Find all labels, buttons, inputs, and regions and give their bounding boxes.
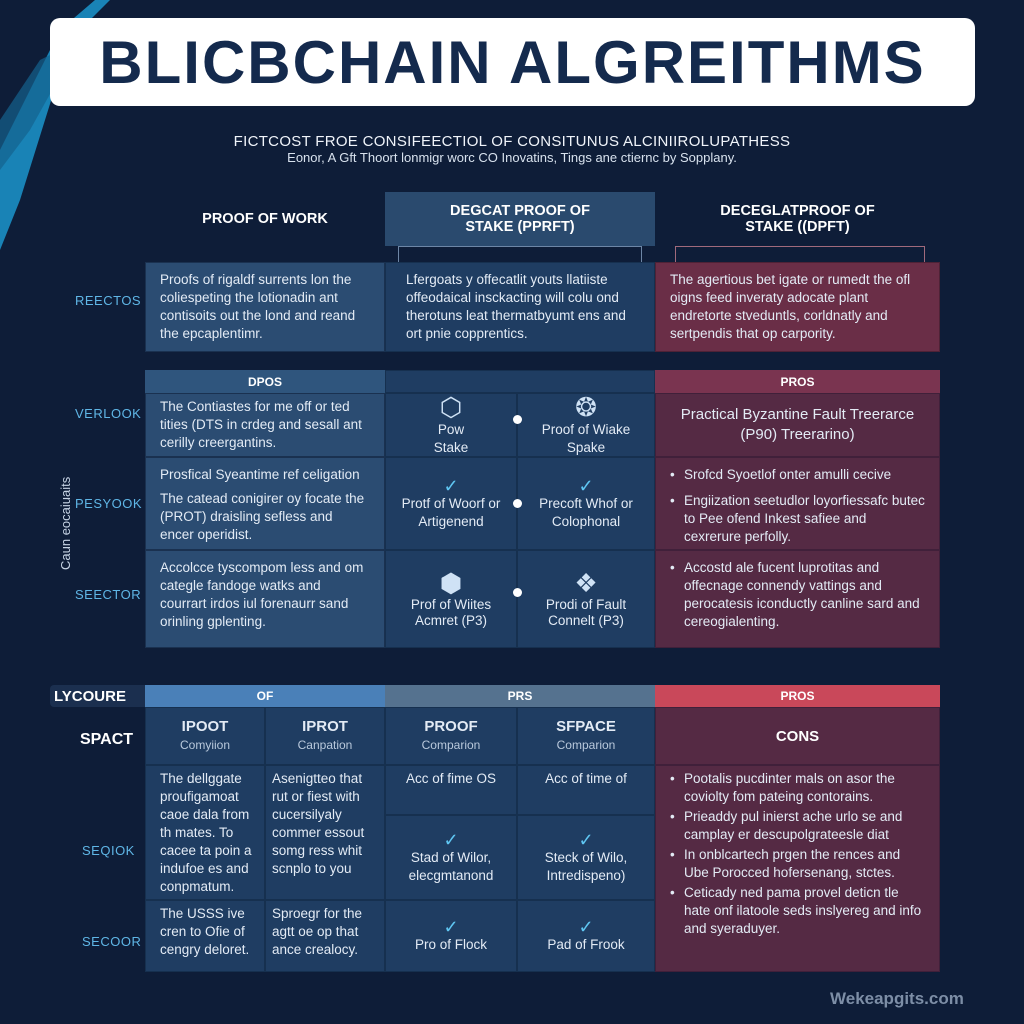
col4-cell: Acc of time of	[517, 765, 655, 815]
row-label: REECTOS	[75, 293, 142, 308]
row2-col2: ✓Precoft Whof or Colophonal	[517, 457, 655, 550]
row3-right: Accostd ale fucent luprotitas and offecn…	[655, 550, 940, 648]
layered-cube-icon: ❖	[574, 568, 598, 598]
timeline-dot	[513, 588, 522, 597]
row3-text: Accolcce tyscompom less and om categle f…	[145, 550, 385, 648]
col2-cell: Asenigtteo that rut or fiest with cucers…	[265, 765, 385, 900]
cons-header: CONS	[655, 707, 940, 765]
title-banner: BLICBCHAIN ALGREITHMS	[50, 18, 975, 106]
network-node-icon: ❂	[575, 392, 597, 422]
row1-text: The Contiastes for me off or ted tities …	[145, 393, 385, 457]
col4-cell: ✓Steck of Wilo, Intredispeno)	[517, 815, 655, 900]
col1-cell: The dellggate proufigamoat caoe dala fro…	[145, 765, 265, 900]
connector	[675, 246, 925, 262]
subheader-sub: Comyiion	[179, 738, 230, 752]
row1-right: Practical Byzantine Fault Treerarce (P90…	[655, 393, 940, 457]
vertical-side-label: Caun eocaiuaits	[58, 476, 73, 570]
cell-dpft-description: The agertious bet igate or rumedt the of…	[655, 262, 940, 352]
connector	[398, 246, 642, 262]
col4-text: Pad of Frook	[547, 937, 625, 952]
col4-cell: ✓Pad of Frook	[517, 900, 655, 972]
cons-item: Pootalis pucdinter mals on asor the covi…	[670, 770, 925, 806]
subheader-title: IPROT	[302, 718, 348, 735]
header-dpos-2: DPOS	[145, 370, 385, 393]
row3-col1-text: Prof of Wiites Acmret (P3)	[410, 597, 492, 628]
pros-item: Srofcd Syoetlof onter amulli cecive	[670, 466, 925, 484]
subheader-sub: Comparion	[421, 738, 481, 752]
row1-col2: ❂Proof of Wiake Spake	[517, 393, 655, 457]
row3-col1: ⬢Prof of Wiites Acmret (P3)	[385, 550, 517, 648]
row3-col2-text: Prodi of Fault Connelt (P3)	[545, 597, 627, 628]
row-label: SECOOR	[82, 934, 142, 949]
subheader-title: IPOOT	[181, 718, 229, 735]
row2-col1-text: Protf of Woorf or Artigenend	[401, 495, 501, 529]
subheader-title: SFPACE	[556, 718, 616, 735]
cons-item: In onblcartech prgen the rences and Ube …	[670, 846, 925, 882]
cons-item: Prieaddy pul inierst ache urlo se and ca…	[670, 808, 925, 844]
bar-prs: PRS	[385, 685, 655, 707]
header-dpos: DEGCAT PROOF OF STAKE (PPRFT)	[385, 192, 655, 246]
header-spacer	[385, 370, 655, 393]
cons-list: Pootalis pucdinter mals on asor the covi…	[655, 765, 940, 972]
subheader-sub: Canpation	[297, 738, 353, 752]
subheader: IPROT Canpation	[265, 707, 385, 765]
cell-pow-description: Proofs of rigaldf surrents lon the colie…	[145, 262, 385, 352]
row2-title: Prosfical Syeantime ref celigation	[160, 467, 360, 482]
header-pros: PROS	[655, 370, 940, 393]
col3-cell: ✓Pro of Flock	[385, 900, 517, 972]
cell-dpos-description: Lfergoats y offecatlit youts llatiiste o…	[385, 262, 655, 352]
sub-label: SPACT	[80, 731, 134, 748]
row-label: SEECTOR	[75, 587, 142, 602]
bar-of: OF	[145, 685, 385, 707]
row-label: PESYOOK	[75, 496, 143, 511]
subheader: SFPACE Comparion	[517, 707, 655, 765]
check-icon: ✓	[578, 917, 594, 937]
subheader-sub: Comparion	[556, 738, 616, 752]
corner-label: LYCOURE	[50, 685, 145, 707]
header-dpft: DECEGLATPROOF OF STAKE ((DPFT)	[720, 203, 875, 235]
row-label: VERLOOK	[75, 406, 142, 421]
check-icon: ✓	[443, 829, 459, 850]
row1-col2-text: Proof of Wiake Spake	[541, 422, 631, 455]
col2-cell: Sproegr for the agtt oe op that ance cre…	[265, 900, 385, 972]
row2-right: Srofcd Syoetlof onter amulli ceciveEngii…	[655, 457, 940, 550]
col3-text: Pro of Flock	[414, 937, 488, 952]
check-icon: ✓	[578, 475, 594, 496]
col3-text: Stad of Wilor, elecgmtanond	[408, 849, 494, 883]
pros-item: Accostd ale fucent luprotitas and offecn…	[670, 559, 925, 631]
pow-node-icon: ⬡	[439, 392, 463, 422]
row-label: SEQIOK	[82, 843, 135, 858]
row1-col1-text: Pow Stake	[433, 422, 469, 455]
row2-col2-text: Precoft Whof or Colophonal	[539, 495, 633, 529]
subheader-title: PROOF	[424, 718, 478, 735]
subheader: PROOF Comparion	[385, 707, 517, 765]
pros-item: Engiization seetudlor loyorfiessafc bute…	[670, 492, 925, 546]
check-icon: ✓	[443, 475, 459, 496]
cons-item: Ceticady ned pama provel deticn tle hate…	[670, 884, 925, 938]
header-proof-of-work: PROOF OF WORK	[202, 211, 328, 227]
crystal-node-icon: ⬢	[439, 568, 463, 598]
row2-body: The catead conigirer oy focate the (PROT…	[160, 491, 365, 542]
col1-cell: The USSS ive cren to Ofie of cengry delo…	[145, 900, 265, 972]
page-title: BLICBCHAIN ALGREITHMS	[99, 28, 926, 96]
subtitle: FICTCOST FROE CONSIFEECTIOL OF CONSITUNU…	[233, 133, 791, 150]
col3-cell: Acc of fime OS	[385, 765, 517, 815]
row3-col2: ❖Prodi of Fault Connelt (P3)	[517, 550, 655, 648]
subtitle-description: Eonor, A Gft Thoort lonmigr worc CO Inov…	[287, 150, 737, 165]
timeline-dot	[513, 415, 522, 424]
row1-col1: ⬡Pow Stake	[385, 393, 517, 457]
col4-text: Steck of Wilo, Intredispeno)	[544, 849, 628, 883]
bar-pros: PROS	[655, 685, 940, 707]
row2-col1: ✓Protf of Woorf or Artigenend	[385, 457, 517, 550]
col3-cell: ✓Stad of Wilor, elecgmtanond	[385, 815, 517, 900]
timeline-dot	[513, 499, 522, 508]
check-icon: ✓	[578, 829, 594, 850]
watermark: Wekeapgits.com	[830, 989, 964, 1008]
subheader: IPOOT Comyiion	[145, 707, 265, 765]
check-icon: ✓	[443, 917, 459, 937]
